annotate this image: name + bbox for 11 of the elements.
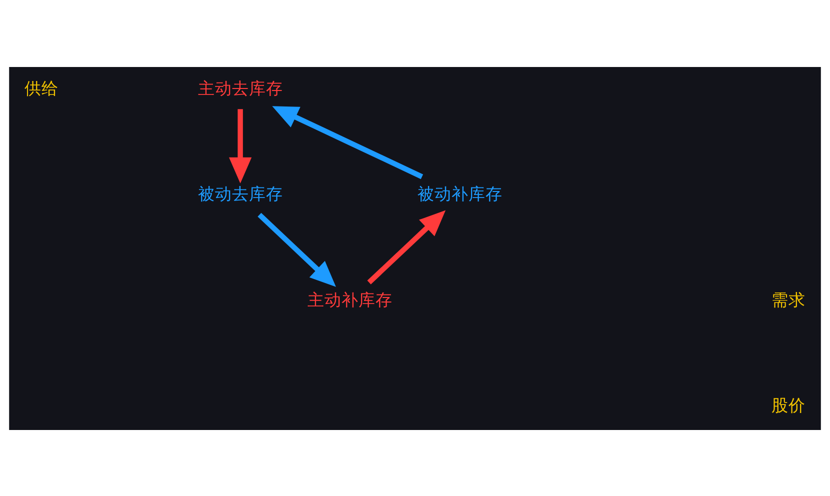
- node-text: 被动补库存: [417, 183, 502, 204]
- arrow: [367, 210, 446, 284]
- label: 股价: [771, 394, 806, 414]
- arrow: [258, 212, 336, 286]
- arrow: [272, 106, 424, 179]
- node-text: 被动去库存: [198, 183, 283, 204]
- label: 供给: [24, 77, 59, 98]
- node-text: 主动去库存: [198, 77, 283, 98]
- label: 需求: [771, 288, 806, 309]
- arrow: [228, 108, 252, 183]
- node-text: 主动补库存: [308, 288, 393, 309]
